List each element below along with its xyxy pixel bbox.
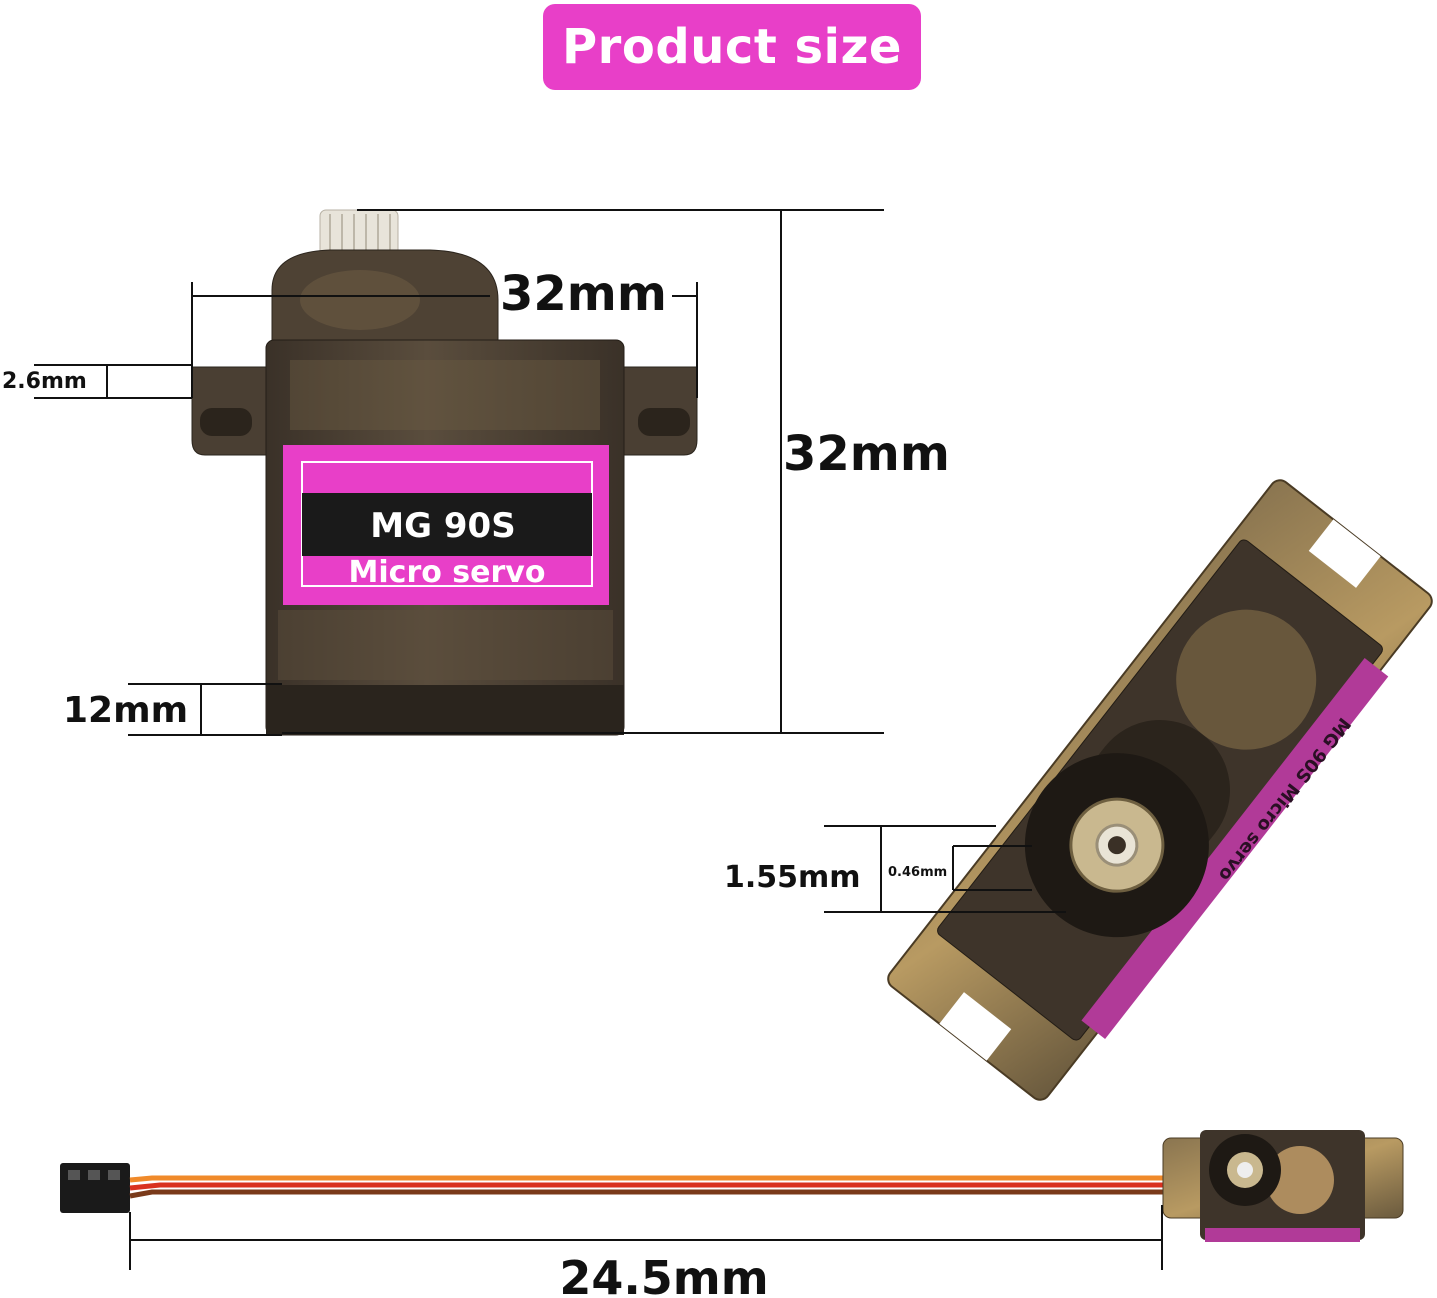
spline-outer-label: 1.55mm <box>724 860 861 895</box>
width-label: 32mm <box>500 266 667 322</box>
servo-cable <box>129 1175 1180 1199</box>
product-size-title: Product size <box>543 4 921 90</box>
base-height-label: 12mm <box>63 690 188 731</box>
cable-length-label: 24.5mm <box>559 1251 768 1298</box>
model-name: MG 90S <box>370 506 515 546</box>
model-subtitle: Micro servo <box>349 555 546 590</box>
height-label: 32mm <box>783 426 950 482</box>
tab-thickness-label: 2.6mm <box>2 369 87 394</box>
spline-inner-label: 0.46mm <box>888 865 947 880</box>
